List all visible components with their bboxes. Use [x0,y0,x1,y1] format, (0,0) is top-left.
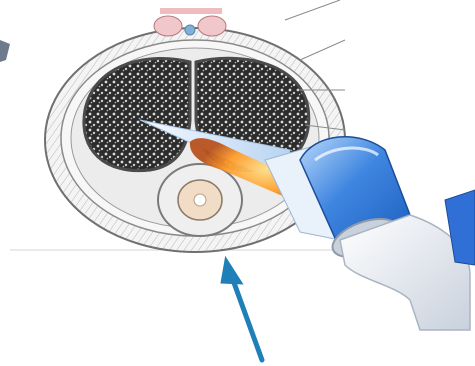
urethra-lumen [194,194,206,206]
left-edge-fragment [0,40,10,62]
pointer-arrow [220,256,262,360]
ultrasound-probe [265,137,475,330]
dorsal-vessels [154,8,226,36]
